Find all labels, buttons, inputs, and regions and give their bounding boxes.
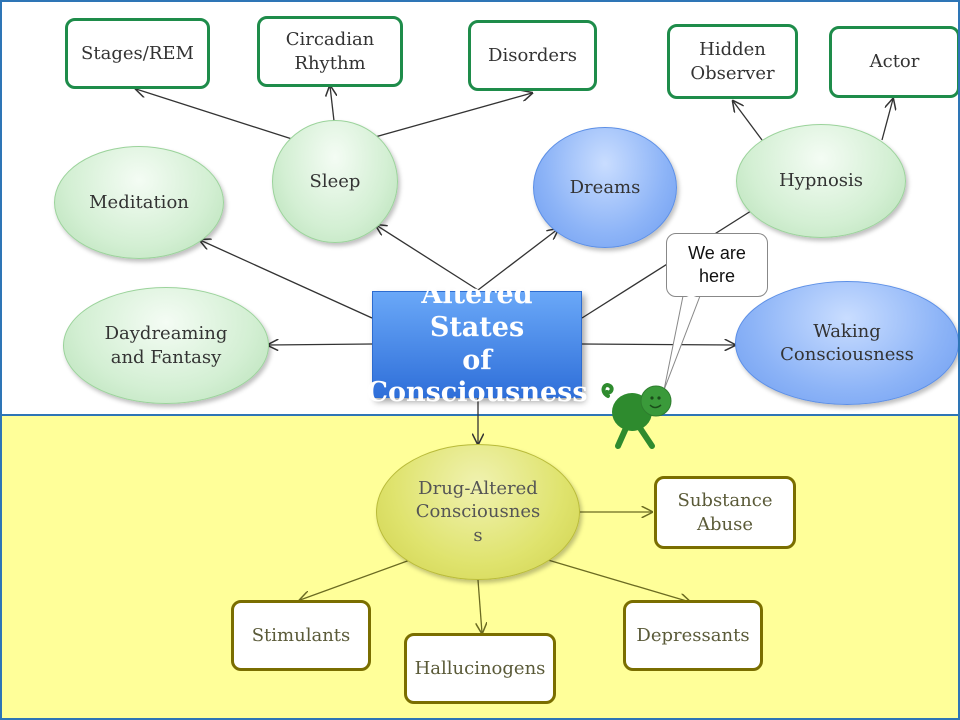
drug-line2: Consciousnes <box>415 501 541 523</box>
hidden-observer-line1: Hidden <box>699 39 766 61</box>
callout-line1: We are <box>688 242 746 263</box>
callout-line2: here <box>698 266 735 286</box>
hallucinogens-label: Hallucinogens <box>414 657 546 679</box>
depressants-label: Depressants <box>636 624 750 646</box>
daydreaming-line1: Daydreaming <box>104 323 228 345</box>
meditation-label: Meditation <box>89 191 189 213</box>
hallucinogens-box[interactable]: Hallucinogens <box>404 633 556 704</box>
waking-line2: Consciousness <box>780 344 914 365</box>
hidden-observer-line2: Observer <box>690 62 775 84</box>
hypnosis-node[interactable]: Hypnosis <box>736 124 906 238</box>
arrow-to-actor <box>881 99 893 141</box>
arrow-to-meditation <box>200 240 373 319</box>
waking-line1: Waking <box>813 320 881 342</box>
disorders-box[interactable]: Disorders <box>468 20 597 91</box>
stimulants-box[interactable]: Stimulants <box>231 600 371 671</box>
sleep-label: Sleep <box>309 170 361 192</box>
circadian-label-line2: Rhythm <box>294 52 366 74</box>
dreams-label: Dreams <box>569 176 641 198</box>
arrow-to-waking <box>581 344 735 345</box>
depressants-box[interactable]: Depressants <box>623 600 763 671</box>
arrow-to-stages <box>136 89 293 140</box>
disorders-label: Disorders <box>488 44 577 66</box>
stages-rem-box[interactable]: Stages/REM <box>65 18 210 89</box>
arrow-to-hidden-observer <box>733 101 763 141</box>
hypnosis-label: Hypnosis <box>778 170 864 192</box>
arrow-to-hallucinogens <box>478 579 482 633</box>
substance-line2: Abuse <box>696 513 753 535</box>
arrow-to-stimulants <box>300 559 411 600</box>
central-line3: Consciousness <box>366 377 588 409</box>
arrow-to-sleep <box>376 225 479 291</box>
arrow-to-disorders <box>374 93 532 138</box>
we-are-here-callout: We are here <box>666 233 768 297</box>
central-node[interactable]: Altered States of Consciousness <box>366 279 587 409</box>
central-line2: of <box>462 344 492 376</box>
actor-box[interactable]: Actor <box>829 26 960 98</box>
stimulants-label: Stimulants <box>251 624 351 646</box>
turtle-mascot-icon <box>601 383 672 449</box>
drug-altered-node[interactable]: Drug-Altered Consciousnes s <box>376 444 580 580</box>
central-line1: Altered States <box>421 278 533 343</box>
arrow-to-circadian <box>330 86 334 122</box>
circadian-label-line1: Circadian <box>285 29 375 51</box>
sleep-node[interactable]: Sleep <box>272 120 398 243</box>
arrow-to-depressants <box>547 559 690 602</box>
arrow-to-daydreaming <box>268 344 373 345</box>
drug-line1: Drug-Altered <box>418 477 538 499</box>
actor-label: Actor <box>869 51 920 73</box>
meditation-node[interactable]: Meditation <box>54 146 224 259</box>
drug-line3: s <box>473 524 483 546</box>
region-divider <box>0 414 960 416</box>
substance-line1: Substance <box>677 490 773 512</box>
arrow-to-dreams <box>477 229 558 291</box>
stages-rem-label: Stages/REM <box>81 42 194 64</box>
daydreaming-line2: and Fantasy <box>110 346 222 368</box>
dreams-node[interactable]: Dreams <box>533 127 677 248</box>
